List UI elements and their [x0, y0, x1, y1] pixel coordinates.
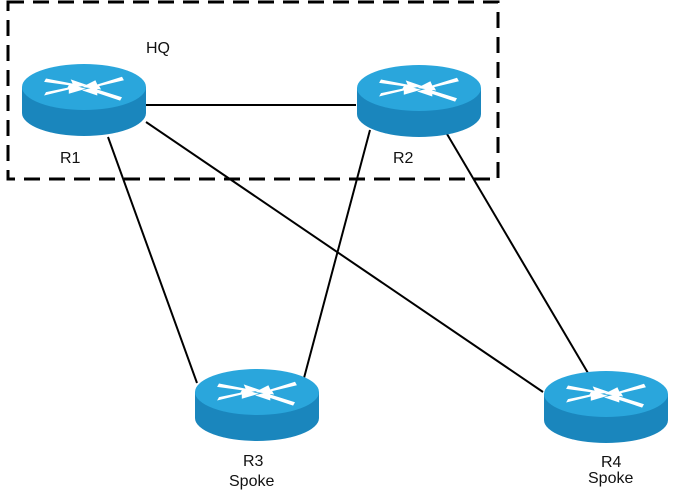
router-role-r3: Spoke [229, 473, 274, 490]
router-r4 [544, 371, 668, 443]
router-label-r1: R1 [60, 150, 81, 167]
link-r1-r3 [107, 136, 198, 384]
router-r1 [22, 64, 146, 136]
router-label-r4: R4 [601, 454, 622, 471]
router-role-r4: Spoke [588, 470, 633, 487]
hq-group-label: HQ [146, 40, 170, 57]
router-r2 [357, 65, 481, 137]
links-layer [107, 104, 589, 393]
link-r2-r4 [446, 133, 589, 374]
link-r1-r4 [145, 121, 544, 393]
router-label-r3: R3 [243, 453, 264, 470]
router-r3 [195, 369, 319, 441]
link-r2-r3 [303, 129, 371, 379]
hq-group-border [6, 0, 500, 181]
router-label-r2: R2 [393, 150, 414, 167]
